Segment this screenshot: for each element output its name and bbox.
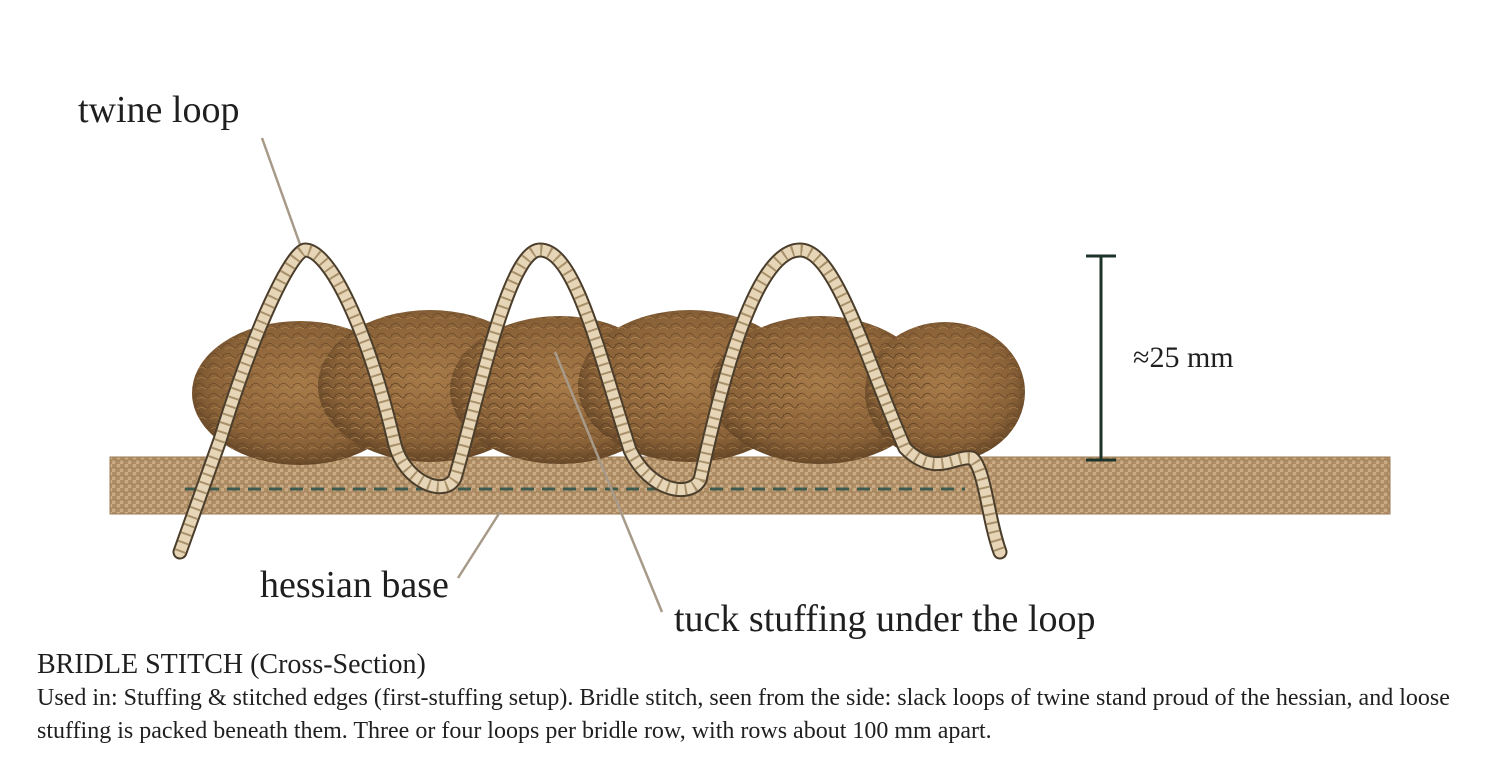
label-tuck-stuffing: tuck stuffing under the loop (674, 598, 1096, 640)
caption-title: BRIDLE STITCH (Cross-Section) (37, 649, 426, 680)
twine-loops (172, 242, 1008, 560)
leader-hessian-base (456, 511, 502, 579)
label-height-dimension: ≈25 mm (1133, 341, 1234, 374)
leader-tuck-stuffing (553, 351, 664, 613)
label-twine-loop: twine loop (78, 89, 240, 131)
caption-body: Used in: Stuffing & stitched edges (firs… (37, 685, 1450, 744)
height-dimension-marker (1086, 254, 1116, 462)
leader-twine-loop (260, 137, 304, 251)
label-hessian-base: hessian base (260, 564, 449, 606)
hessian-base (109, 456, 1391, 515)
caption: BRIDLE STITCH (Cross-Section) Used in: S… (37, 648, 1477, 748)
stuffing (192, 310, 1025, 465)
